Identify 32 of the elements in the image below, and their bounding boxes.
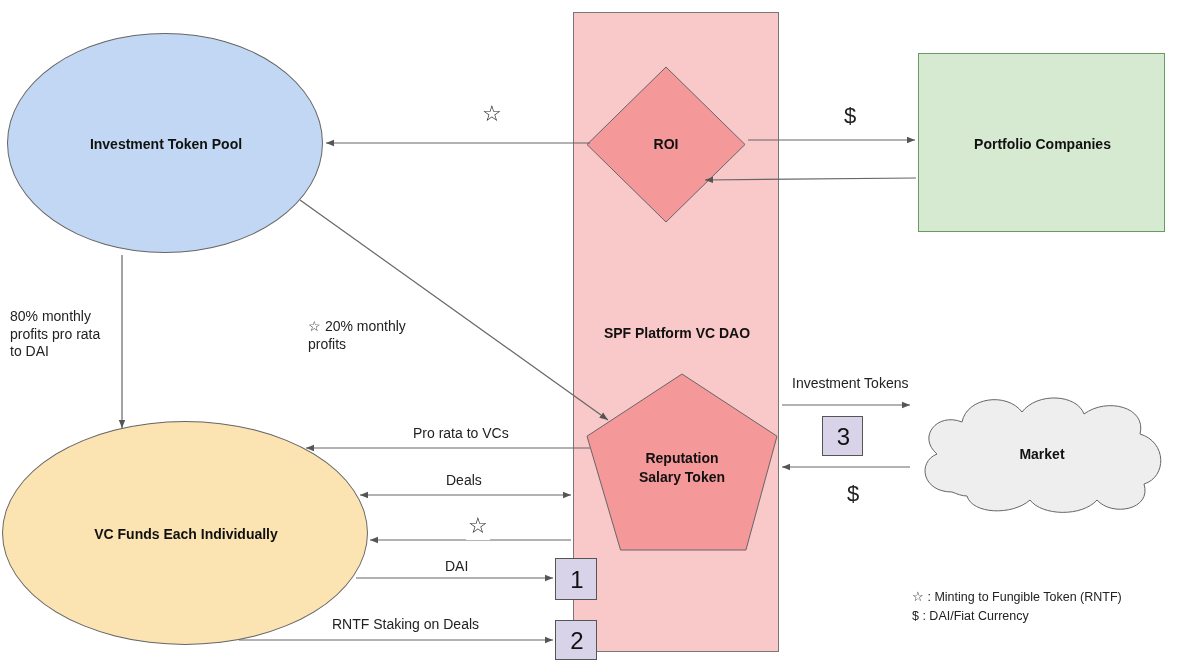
arrow (781, 463, 911, 471)
platform-band (573, 12, 779, 652)
process-box (918, 53, 1165, 232)
arrow (238, 636, 554, 644)
arrow (299, 199, 609, 421)
node-label: VC Funds Each Individually (94, 524, 278, 544)
node-label: ROI (653, 134, 679, 154)
decision-diamond (586, 66, 746, 223)
pentagon-node (586, 373, 778, 551)
arrow (355, 574, 554, 582)
legend-item: ☆ : Minting to Fungible Token (RNTF) (912, 589, 1122, 606)
node-label: 3 (836, 421, 851, 452)
arrow (118, 254, 126, 429)
arrow (781, 401, 911, 409)
node-label: Portfolio Companies (974, 134, 1111, 154)
arrow (704, 176, 917, 184)
arrow (369, 536, 572, 544)
node-label: SPF Platform VC DAO (603, 323, 751, 343)
legend-item: $ : DAI/Fiat Currency (912, 607, 1030, 625)
node-label: 1 (570, 564, 584, 595)
arrow (305, 444, 591, 452)
node-label: Market (1019, 444, 1065, 464)
arrow (747, 136, 916, 144)
node-label: Reputation Salary Token (637, 449, 727, 487)
node-label: 2 (570, 625, 584, 656)
arrow (325, 139, 591, 147)
node-label: Investment Token Pool (89, 134, 243, 154)
number-box (822, 416, 863, 456)
edge-label: RNTF Staking on Deals (330, 616, 482, 634)
arrow (359, 491, 572, 499)
number-box (555, 620, 597, 660)
number-box (555, 558, 597, 600)
